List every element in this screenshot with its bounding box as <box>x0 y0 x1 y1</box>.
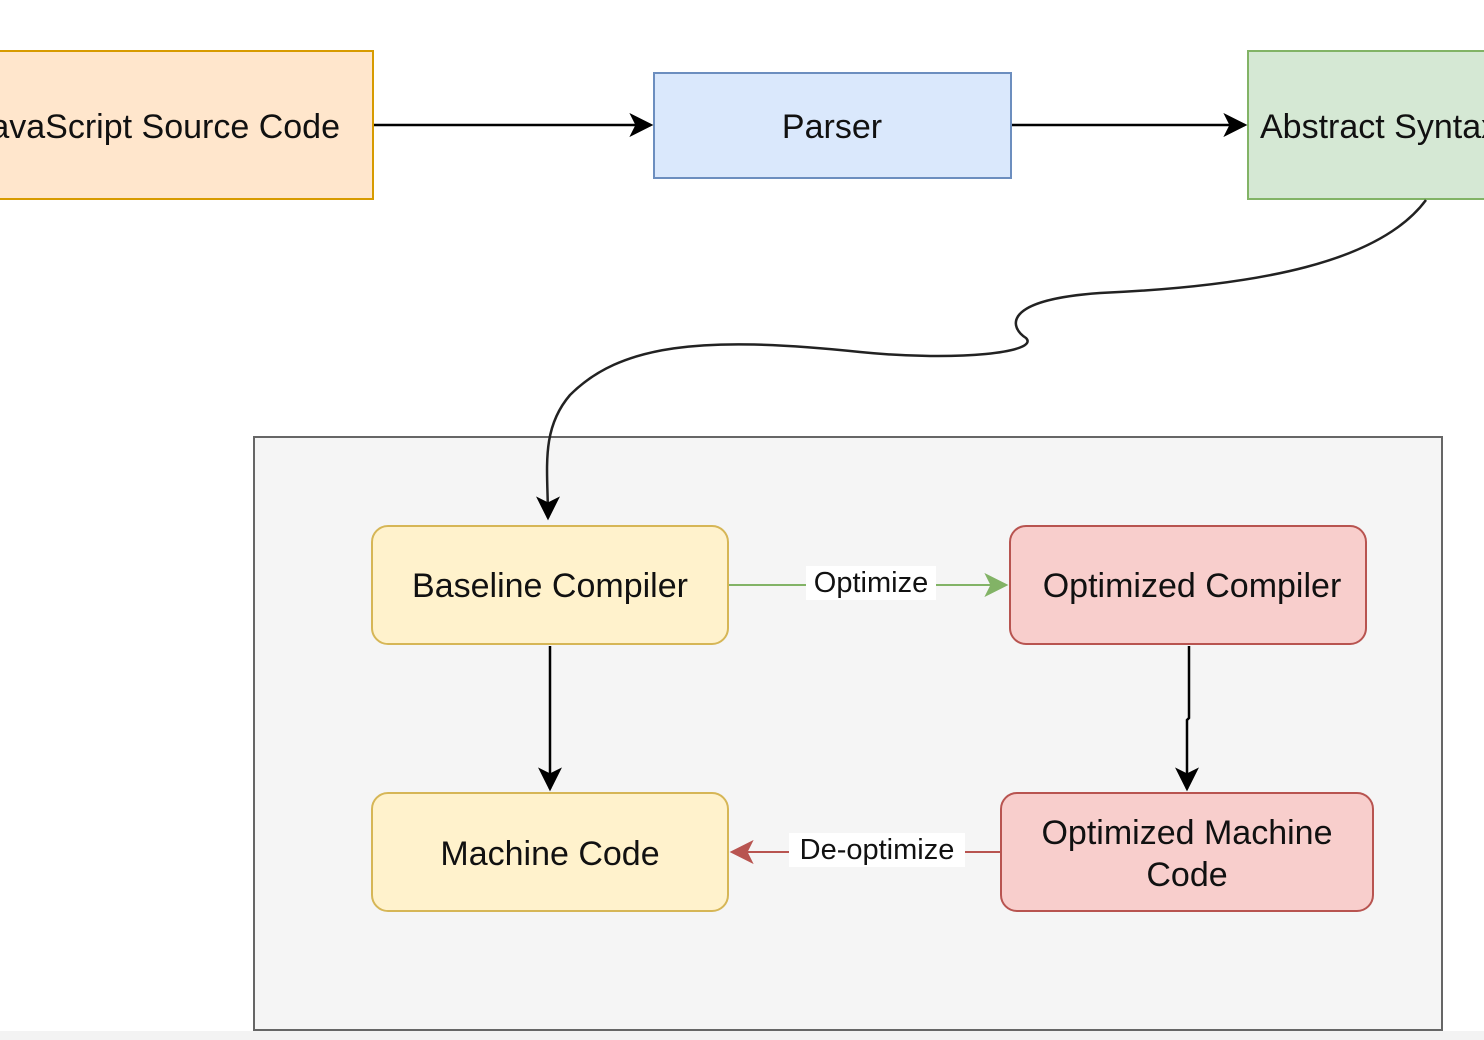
edge-optimized-compiler-to-optimized-machine-code <box>1175 646 1199 792</box>
optimized-compiler-label: Optimized Compiler <box>1043 567 1342 605</box>
optimized-machine-code-node[interactable]: Optimized Machine Code <box>1000 792 1374 912</box>
edge-ast-to-baseline-compiler <box>535 199 1428 521</box>
deoptimize-label: De-optimize <box>800 834 955 866</box>
bottom-strip <box>0 1031 1484 1040</box>
parser-node[interactable]: Parser <box>653 72 1012 179</box>
optimized-machine-code-label-line2: Code <box>1146 856 1227 894</box>
ast-label: Abstract Syntax Tree <box>1260 108 1484 146</box>
optimize-label-bg <box>806 566 936 600</box>
baseline-compiler-node[interactable]: Baseline Compiler <box>371 525 729 645</box>
source-code-node[interactable]: JavaScript Source Code <box>0 50 374 200</box>
optimize-label: Optimize <box>814 567 928 599</box>
parser-label: Parser <box>782 108 882 146</box>
machine-code-label: Machine Code <box>440 835 659 873</box>
optimized-compiler-node[interactable]: Optimized Compiler <box>1009 525 1367 645</box>
optimized-machine-code-label-line1: Optimized Machine <box>1041 814 1332 852</box>
deoptimize-label-bg <box>789 833 965 867</box>
ast-node[interactable]: Abstract Syntax Tree <box>1247 50 1484 200</box>
source-code-label: JavaScript Source Code <box>0 108 340 146</box>
baseline-compiler-label: Baseline Compiler <box>412 567 688 605</box>
machine-code-node[interactable]: Machine Code <box>371 792 729 912</box>
